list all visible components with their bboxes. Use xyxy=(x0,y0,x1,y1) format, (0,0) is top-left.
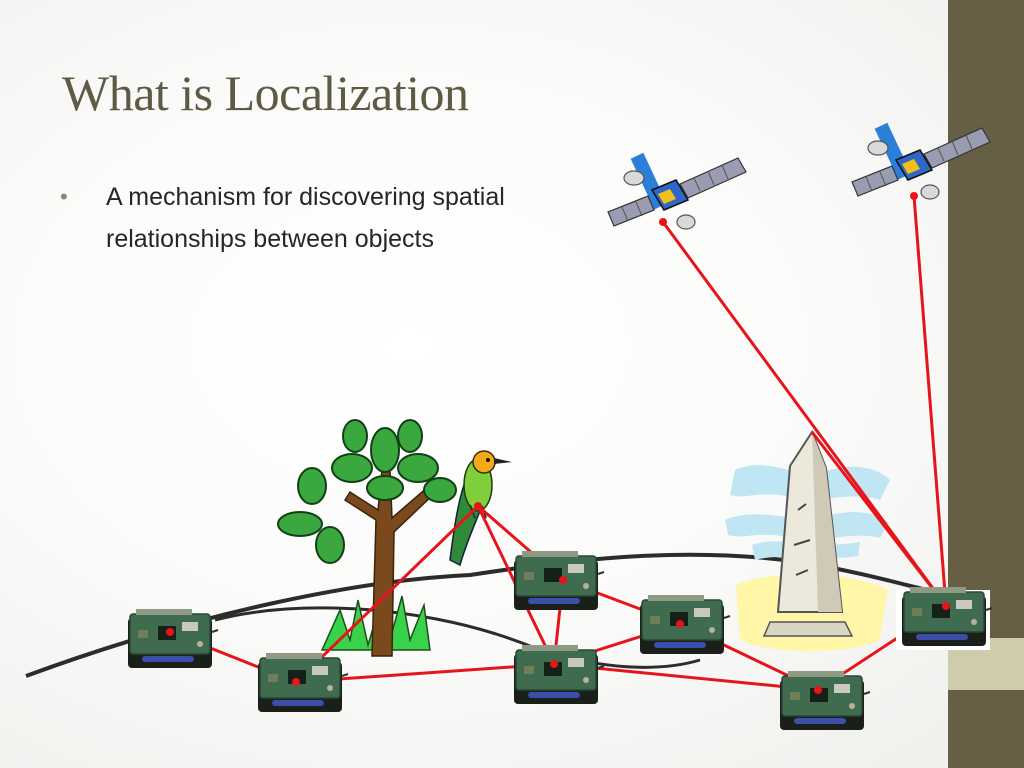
bullet-list: • A mechanism for discovering spatial re… xyxy=(60,176,620,260)
sensor-node xyxy=(779,670,871,731)
bullet-text: A mechanism for discovering spatial rela… xyxy=(106,183,505,253)
ground-curve-front xyxy=(214,606,701,669)
sensor-node xyxy=(257,652,349,713)
link-endpoints xyxy=(166,192,950,694)
sensor-node xyxy=(513,550,605,611)
link-lines xyxy=(169,195,948,692)
satellite-icon xyxy=(851,122,991,200)
bird-icon xyxy=(449,450,512,567)
bullet-marker: • xyxy=(60,184,68,209)
tree-icon xyxy=(277,419,457,657)
slide-title: What is Localization xyxy=(62,65,469,121)
bullet-item: • A mechanism for discovering spatial re… xyxy=(60,176,620,260)
monument-icon xyxy=(725,429,890,652)
sensor-node xyxy=(513,644,605,705)
sensor-node xyxy=(127,608,219,669)
sensor-node xyxy=(896,586,993,650)
sensor-node xyxy=(639,594,731,655)
satellite-icon xyxy=(607,152,747,230)
